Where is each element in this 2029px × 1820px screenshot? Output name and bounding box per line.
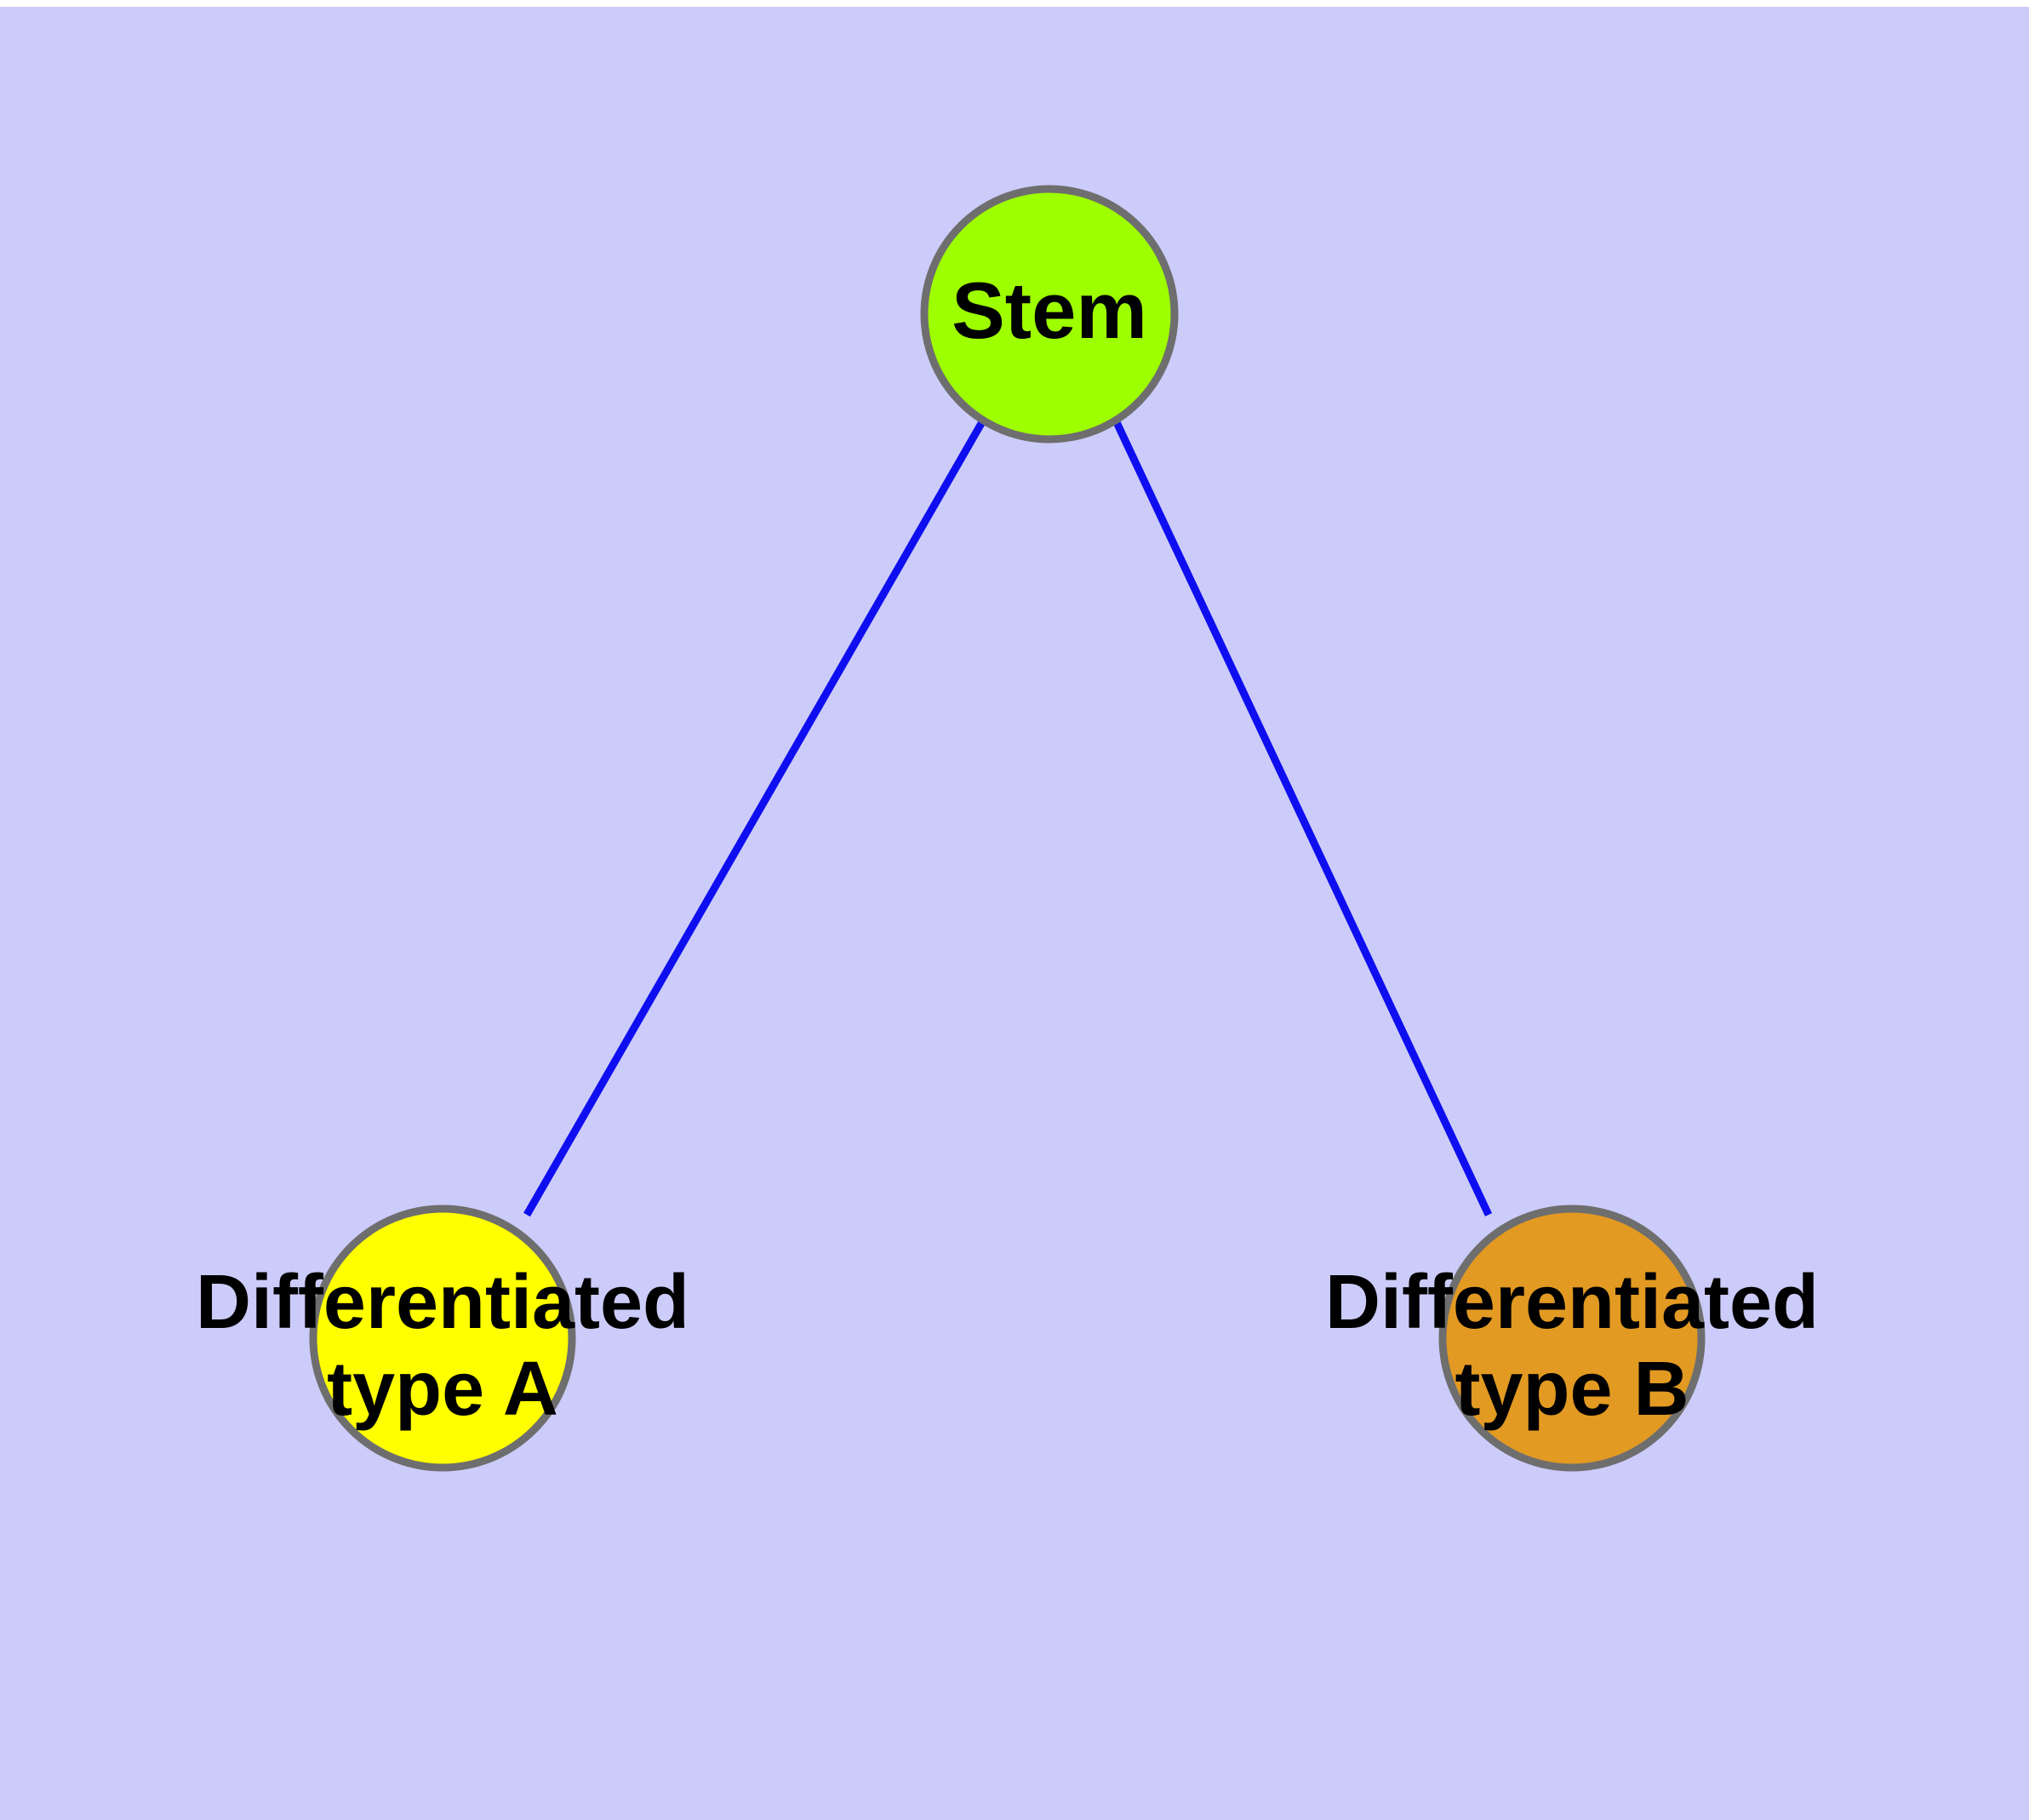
edge-group bbox=[523, 418, 1493, 1217]
node-differentiated-type-a[interactable]: Differentiated type A bbox=[196, 1205, 689, 1472]
node-differentiated-type-b-circle[interactable] bbox=[1438, 1205, 1706, 1472]
node-stem-label: Stem bbox=[952, 266, 1147, 355]
node-differentiated-type-b-label-line1: Differentiated bbox=[1325, 1260, 1819, 1345]
edge-stem-to-differentiated-type-b[interactable] bbox=[1112, 419, 1493, 1216]
node-group: Stem Differentiated type A Differentiate… bbox=[196, 185, 1819, 1472]
edge-stem-to-differentiated-type-a[interactable] bbox=[523, 418, 986, 1217]
node-differentiated-type-a-circle[interactable] bbox=[309, 1205, 576, 1472]
node-differentiated-type-a-label-line2: type A bbox=[327, 1347, 558, 1432]
node-stem-circle[interactable] bbox=[920, 185, 1179, 444]
node-differentiated-type-b[interactable]: Differentiated type B bbox=[1325, 1205, 1819, 1472]
node-differentiated-type-b-label-line2: type B bbox=[1455, 1347, 1689, 1432]
node-differentiated-type-a-label-line1: Differentiated bbox=[196, 1260, 689, 1345]
node-stem[interactable]: Stem bbox=[920, 185, 1179, 444]
